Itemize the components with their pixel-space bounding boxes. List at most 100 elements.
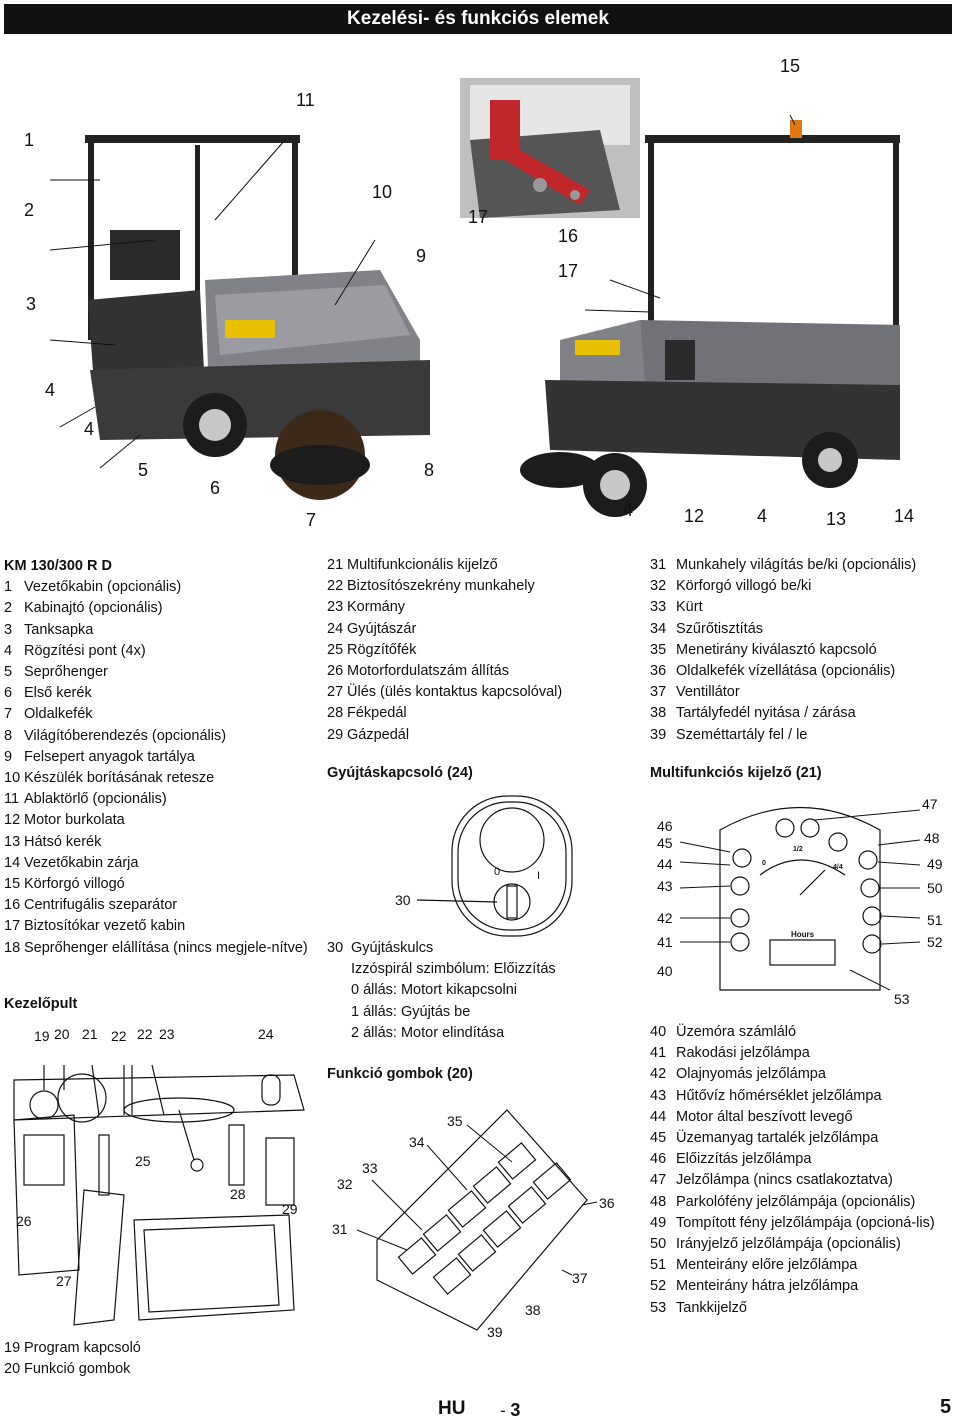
item-text: Szeméttartály fel / le [676, 725, 956, 746]
item-number: 35 [650, 640, 676, 661]
item-text: Ablaktörlő (opcionális) [24, 789, 320, 810]
callout-label: 4 [623, 500, 633, 521]
item-number: 23 [327, 597, 347, 618]
callout-label: 5 [138, 460, 148, 481]
item-text: Gyújtáskulcs [351, 938, 637, 959]
item-number: 28 [327, 703, 347, 724]
item-number: 30 [327, 938, 351, 959]
item-number: 40 [650, 1022, 676, 1043]
item-text: Motor által beszívott levegő [676, 1107, 956, 1128]
list-item: 47Jelzőlámpa (nincs csatlakoztatva) [650, 1170, 956, 1191]
item-number: 53 [650, 1298, 676, 1319]
item-number: 33 [650, 597, 676, 618]
callout-label: 1 [24, 130, 34, 151]
item-number: 21 [327, 555, 347, 576]
item-text: Seprőhenger elállítása (nincs megjele-ní… [24, 938, 320, 959]
item-text: Centrifugális szeparátor [24, 895, 320, 916]
item-text: Hátsó kerék [24, 832, 320, 853]
dashboard-drawing: 19 20 21 22 22 23 24 25 26 27 28 29 [4, 1020, 320, 1340]
item-text: Funkció gombok [24, 1359, 320, 1380]
callout-label: 4 [84, 419, 94, 440]
ignition-line-art [327, 790, 627, 940]
item-number: 46 [650, 1149, 676, 1170]
drawing-label: 48 [924, 830, 940, 846]
drawing-label: 20 [54, 1026, 70, 1042]
dashboard-line-art [4, 1020, 320, 1340]
item-number: 8 [4, 726, 24, 747]
item-text: Kormány [347, 597, 637, 618]
drawing-label: 53 [894, 991, 910, 1007]
item-text: Felsepert anyagok tartálya [24, 747, 320, 768]
kezelopult-heading: Kezelőpult [4, 996, 77, 1012]
item-number: 51 [650, 1255, 676, 1276]
inset-photo [460, 78, 640, 218]
item-number: 36 [650, 661, 676, 682]
item-text: Munkahely világítás be/ki (opcionális) [676, 555, 956, 576]
drawing-label: 45 [657, 835, 673, 851]
multifunction-display-line-art [650, 790, 956, 1020]
item-number: 41 [650, 1043, 676, 1064]
list-item: 20Funkció gombok [4, 1359, 320, 1380]
item-number: 3 [4, 620, 24, 641]
item-number: 20 [4, 1359, 24, 1380]
callout-label: 15 [780, 56, 800, 77]
list-item: 41Rakodási jelzőlámpa [650, 1043, 956, 1064]
item-number: 26 [327, 661, 347, 682]
item-text: Menteirány előre jelzőlámpa [676, 1255, 956, 1276]
item-number: 52 [650, 1276, 676, 1297]
drawing-label: 39 [487, 1324, 503, 1340]
item-text: Menetirány kiválasztó kapcsoló [676, 640, 956, 661]
callout-label: 2 [24, 200, 34, 221]
list-item: 23Kormány [327, 597, 637, 618]
list-item: 50Irányjelző jelzőlámpája (opcionális) [650, 1234, 956, 1255]
item-text: Seprőhenger [24, 662, 320, 683]
item-number: 42 [650, 1064, 676, 1085]
list-item: 28Fékpedál [327, 703, 637, 724]
item-number: 17 [4, 916, 24, 937]
list-item: 36Oldalkefék vízellátása (opcionális) [650, 661, 956, 682]
drawing-label: 21 [82, 1026, 98, 1042]
drawing-label: 51 [927, 912, 943, 928]
item-text: Tankkijelző [676, 1298, 956, 1319]
page-title: Kezelési- és funkciós elemek [4, 4, 952, 34]
item-text: Készülék borításának retesze [24, 768, 320, 789]
item-number: 7 [4, 704, 24, 725]
callout-label: 10 [372, 182, 392, 203]
list-item: 51Menteirány előre jelzőlámpa [650, 1255, 956, 1276]
item-text: Vezetőkabin (opcionális) [24, 577, 320, 598]
list-item: 38Tartályfedél nyitása / zárása [650, 703, 956, 724]
dial-mark: I [537, 870, 540, 882]
item-text: Jelzőlámpa (nincs csatlakoztatva) [676, 1170, 956, 1191]
page-prefix: - [500, 1401, 510, 1420]
footer-language: HU [438, 1398, 465, 1420]
item-number: 27 [327, 682, 347, 703]
item-text: Biztosítószekrény munkahely [347, 576, 637, 597]
callout-label: 7 [306, 510, 316, 531]
list-item: 1Vezetőkabin (opcionális) [4, 577, 320, 598]
item-number: 37 [650, 682, 676, 703]
callout-label: 16 [558, 226, 578, 247]
display-text-full: 4/4 [833, 864, 843, 871]
item-text: Parkolófény jelzőlámpája (opcionális) [676, 1192, 956, 1213]
gyujtas-line: 0 állás: Motort kikapcsolni [327, 980, 637, 1001]
item-text: Gázpedál [347, 725, 637, 746]
item-text: Vezetőkabin zárja [24, 853, 320, 874]
drawing-label: 40 [657, 963, 673, 979]
list-item: 15Körforgó villogó [4, 874, 320, 895]
item-number: 24 [327, 619, 347, 640]
list-item: 5Seprőhenger [4, 662, 320, 683]
footer-page-number: - 3 [500, 1400, 520, 1420]
item-text: Szűrőtisztítás [676, 619, 956, 640]
list-item: 12Motor burkolata [4, 810, 320, 831]
drawing-label: 33 [362, 1160, 378, 1176]
callout-label: 13 [826, 509, 846, 530]
gyujtas-line: Izzóspirál szimbólum: Előizzítás [327, 959, 637, 980]
item-number: 18 [4, 938, 24, 959]
callout-label: 3 [26, 294, 36, 315]
